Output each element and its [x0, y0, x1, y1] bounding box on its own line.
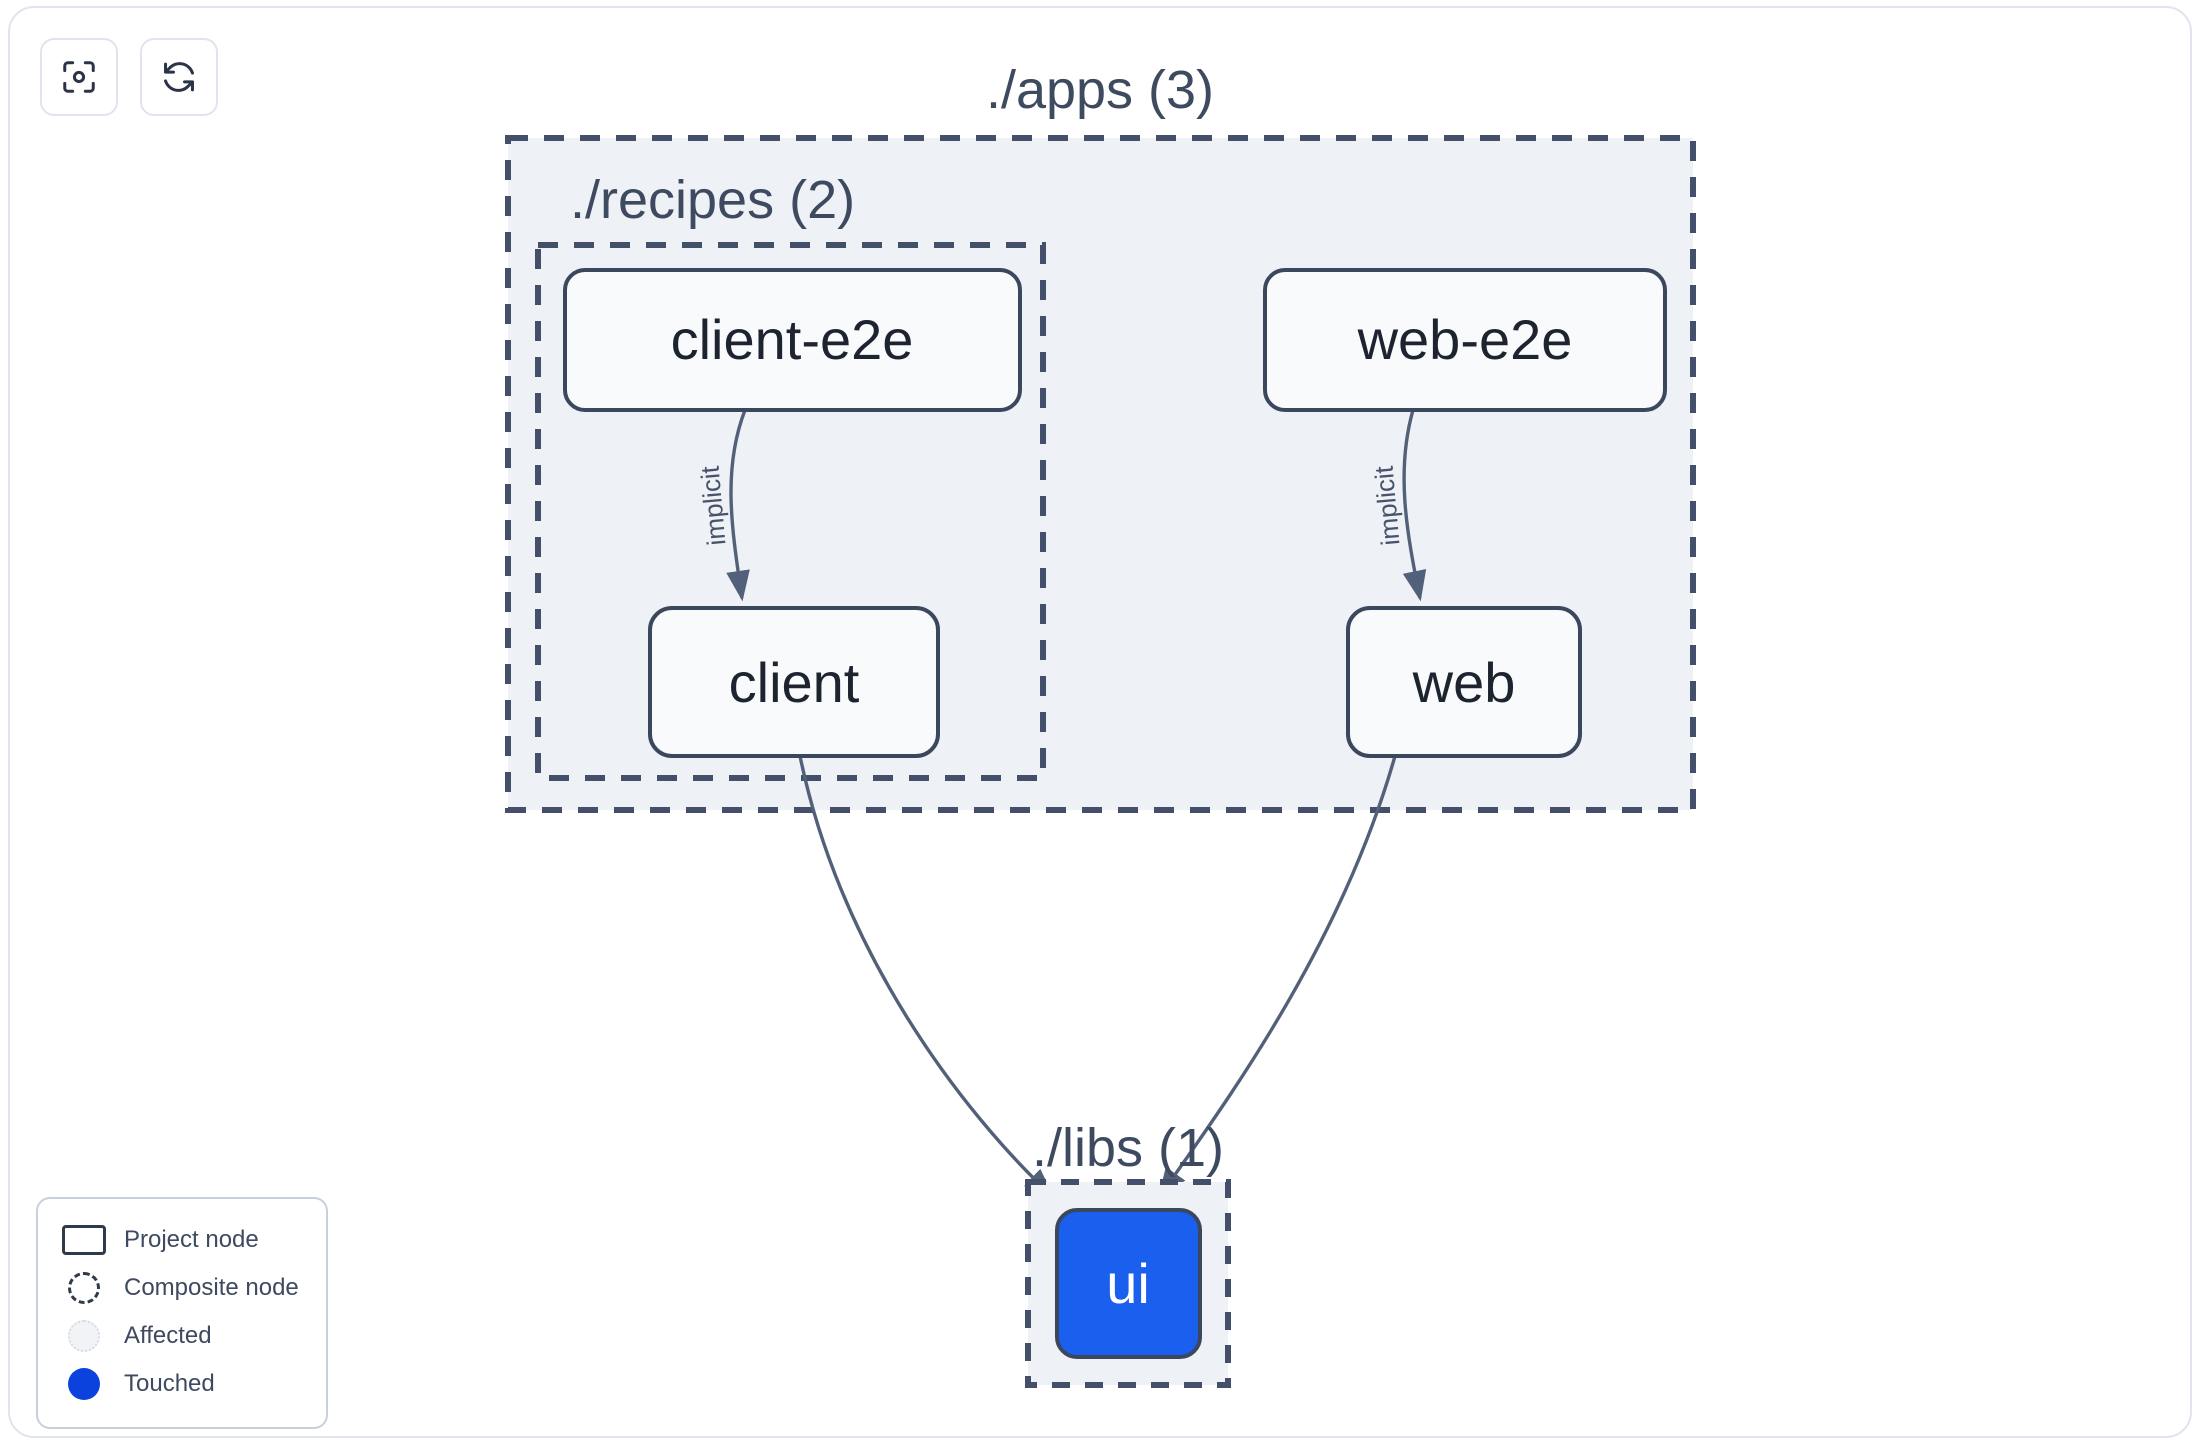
focus-graph-button[interactable]: [40, 38, 118, 116]
refresh-graph-button[interactable]: [140, 38, 218, 116]
project-node-swatch: [58, 1225, 110, 1255]
node-box-client-e2e: [563, 268, 1022, 412]
group-label-libs: ./libs (1): [1032, 1118, 1224, 1178]
legend-label-affected: Affected: [124, 1322, 212, 1349]
legend-item-touched: Touched: [58, 1360, 306, 1408]
touched-swatch: [58, 1368, 110, 1400]
legend-label-touched: Touched: [124, 1370, 215, 1397]
node-box-web: [1346, 606, 1582, 758]
node-box-client: [648, 606, 940, 758]
focus-viewfinder-icon: [60, 58, 98, 96]
node-label-client-e2e: client-e2e: [671, 308, 914, 371]
graph-legend: Project node Composite node Affected Tou…: [36, 1197, 328, 1429]
group-label-apps: ./apps (3): [986, 60, 1214, 120]
node-label-web-e2e: web-e2e: [1357, 308, 1573, 371]
edge-client-to-ui: [798, 755, 1055, 1199]
group-label-recipes: ./recipes (2): [570, 170, 855, 230]
node-label-client: client: [729, 651, 860, 714]
node-label-ui: ui: [1106, 1252, 1150, 1315]
graph-node-client-e2e[interactable]: client-e2e: [563, 268, 1022, 412]
graph-edges: implicit implicit: [695, 409, 1427, 1199]
affected-swatch: [58, 1320, 110, 1352]
legend-label-composite-node: Composite node: [124, 1274, 299, 1301]
edge-label-web-e2e-web: implicit: [1369, 464, 1406, 547]
edge-label-client-e2e-client: implicit: [695, 464, 732, 547]
node-box-web-e2e: [1263, 268, 1667, 412]
edge-web-to-ui: [1158, 755, 1397, 1199]
edge-web-e2e-to-web: [1402, 409, 1427, 602]
graph-node-ui[interactable]: ui: [1055, 1208, 1202, 1359]
node-label-web: web: [1412, 651, 1516, 714]
legend-item-project-node: Project node: [58, 1216, 306, 1264]
legend-label-project-node: Project node: [124, 1226, 259, 1253]
legend-item-affected: Affected: [58, 1312, 306, 1360]
graph-node-client[interactable]: client: [648, 606, 940, 758]
refresh-sync-icon: [160, 58, 198, 96]
edge-client-e2e-to-client: [726, 409, 750, 602]
graph-toolbar: [40, 38, 218, 116]
graph-node-web[interactable]: web: [1346, 606, 1582, 758]
graph-node-web-e2e[interactable]: web-e2e: [1263, 268, 1667, 412]
node-box-ui: [1055, 1208, 1202, 1359]
composite-node-swatch: [58, 1272, 110, 1304]
legend-item-composite-node: Composite node: [58, 1264, 306, 1312]
